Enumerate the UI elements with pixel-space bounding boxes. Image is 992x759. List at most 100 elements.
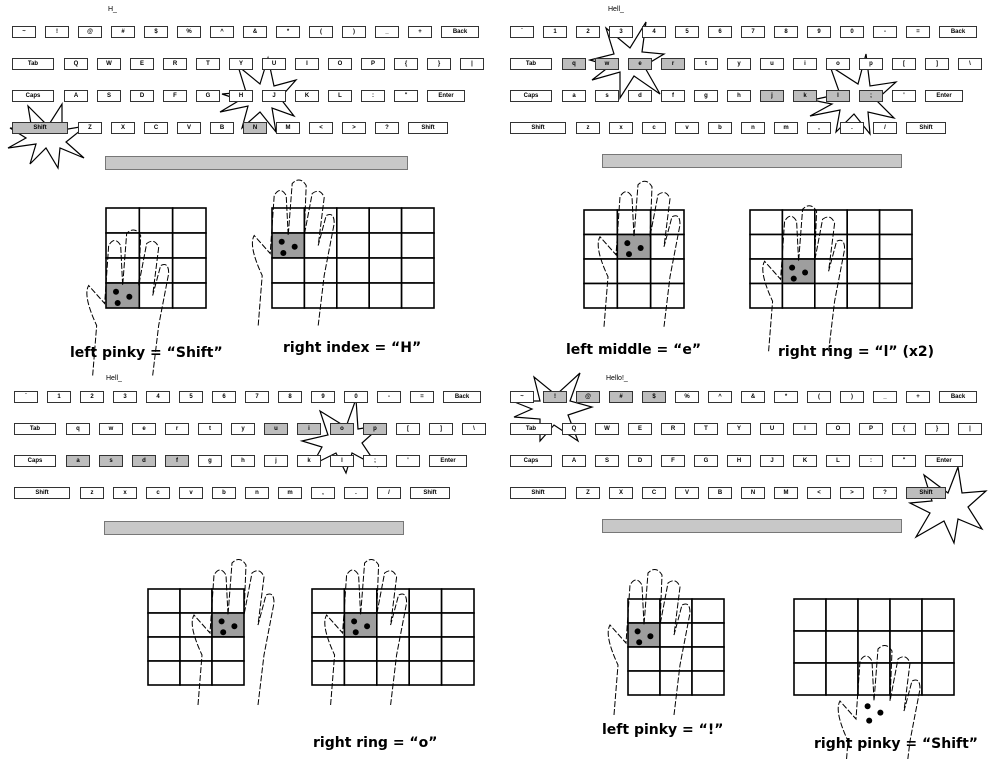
key[interactable]: n xyxy=(741,122,765,134)
key[interactable]: ( xyxy=(309,26,333,38)
key[interactable]: = xyxy=(410,391,434,403)
key[interactable]: # xyxy=(609,391,633,403)
key[interactable]: p xyxy=(859,58,883,70)
key[interactable]: / xyxy=(873,122,897,134)
key[interactable]: B xyxy=(708,487,732,499)
key[interactable]: Shift xyxy=(408,122,448,134)
key[interactable]: J xyxy=(760,455,784,467)
key[interactable]: w xyxy=(99,423,123,435)
key[interactable]: b xyxy=(212,487,236,499)
key[interactable]: 0 xyxy=(344,391,368,403)
key[interactable]: W xyxy=(97,58,121,70)
key[interactable]: v xyxy=(179,487,203,499)
key[interactable]: Shift xyxy=(14,487,70,499)
key[interactable]: Back xyxy=(939,391,977,403)
key[interactable]: S xyxy=(595,455,619,467)
key[interactable]: ^ xyxy=(708,391,732,403)
key[interactable]: 7 xyxy=(245,391,269,403)
key[interactable]: ( xyxy=(807,391,831,403)
key[interactable]: " xyxy=(892,455,916,467)
key[interactable]: T xyxy=(694,423,718,435)
key[interactable]: Tab xyxy=(14,423,56,435)
key[interactable]: N xyxy=(243,122,267,134)
key[interactable]: ! xyxy=(543,391,567,403)
key[interactable]: _ xyxy=(873,391,897,403)
key[interactable]: Back xyxy=(441,26,479,38)
key[interactable]: < xyxy=(309,122,333,134)
key[interactable]: \ xyxy=(958,58,982,70)
key[interactable]: x xyxy=(113,487,137,499)
key[interactable]: r xyxy=(661,58,685,70)
key[interactable]: ) xyxy=(840,391,864,403)
key[interactable]: B xyxy=(210,122,234,134)
key[interactable]: 8 xyxy=(774,26,798,38)
key[interactable]: Caps xyxy=(14,455,56,467)
key[interactable]: ] xyxy=(429,423,453,435)
key[interactable]: | xyxy=(958,423,982,435)
key[interactable]: R xyxy=(661,423,685,435)
key[interactable]: H xyxy=(229,90,253,102)
key[interactable]: @ xyxy=(576,391,600,403)
key[interactable]: V xyxy=(177,122,201,134)
key[interactable]: j xyxy=(760,90,784,102)
key[interactable]: \ xyxy=(462,423,486,435)
key[interactable]: M xyxy=(276,122,300,134)
key[interactable]: = xyxy=(906,26,930,38)
key[interactable]: z xyxy=(576,122,600,134)
key[interactable]: 7 xyxy=(741,26,765,38)
key[interactable]: D xyxy=(628,455,652,467)
key[interactable]: Back xyxy=(939,26,977,38)
key[interactable]: K xyxy=(793,455,817,467)
key[interactable]: Y xyxy=(229,58,253,70)
key[interactable]: 8 xyxy=(278,391,302,403)
key[interactable]: p xyxy=(363,423,387,435)
key[interactable]: 3 xyxy=(113,391,137,403)
key[interactable]: Tab xyxy=(12,58,54,70)
key[interactable]: / xyxy=(377,487,401,499)
key[interactable]: o xyxy=(826,58,850,70)
key[interactable]: : xyxy=(361,90,385,102)
key[interactable]: C xyxy=(642,487,666,499)
key[interactable]: 1 xyxy=(47,391,71,403)
key[interactable]: g xyxy=(694,90,718,102)
key[interactable]: Tab xyxy=(510,58,552,70)
key[interactable]: d xyxy=(628,90,652,102)
key[interactable]: b xyxy=(708,122,732,134)
key[interactable]: f xyxy=(661,90,685,102)
key[interactable]: m xyxy=(774,122,798,134)
key[interactable]: - xyxy=(377,391,401,403)
key[interactable]: Shift xyxy=(12,122,68,134)
key[interactable]: " xyxy=(394,90,418,102)
key[interactable]: t xyxy=(198,423,222,435)
key[interactable]: L xyxy=(826,455,850,467)
key[interactable]: 1 xyxy=(543,26,567,38)
key[interactable]: V xyxy=(675,487,699,499)
key[interactable]: Caps xyxy=(510,90,552,102)
key[interactable]: J xyxy=(262,90,286,102)
key[interactable]: Shift xyxy=(906,487,946,499)
key[interactable]: z xyxy=(80,487,104,499)
key[interactable]: . xyxy=(344,487,368,499)
key[interactable]: s xyxy=(99,455,123,467)
key[interactable]: Y xyxy=(727,423,751,435)
key[interactable]: R xyxy=(163,58,187,70)
key[interactable]: M xyxy=(774,487,798,499)
key[interactable]: Z xyxy=(78,122,102,134)
key[interactable]: , xyxy=(311,487,335,499)
key[interactable]: x xyxy=(609,122,633,134)
key[interactable]: ] xyxy=(925,58,949,70)
key[interactable]: c xyxy=(642,122,666,134)
input-bar[interactable] xyxy=(104,521,404,535)
key[interactable]: > xyxy=(342,122,366,134)
key[interactable]: Caps xyxy=(510,455,552,467)
key[interactable]: Shift xyxy=(510,487,566,499)
key[interactable]: D xyxy=(130,90,154,102)
key[interactable]: n xyxy=(245,487,269,499)
key[interactable]: ) xyxy=(342,26,366,38)
key[interactable]: - xyxy=(873,26,897,38)
input-bar[interactable] xyxy=(602,154,902,168)
key[interactable]: ? xyxy=(873,487,897,499)
key[interactable]: E xyxy=(628,423,652,435)
key[interactable]: k xyxy=(793,90,817,102)
key[interactable]: v xyxy=(675,122,699,134)
